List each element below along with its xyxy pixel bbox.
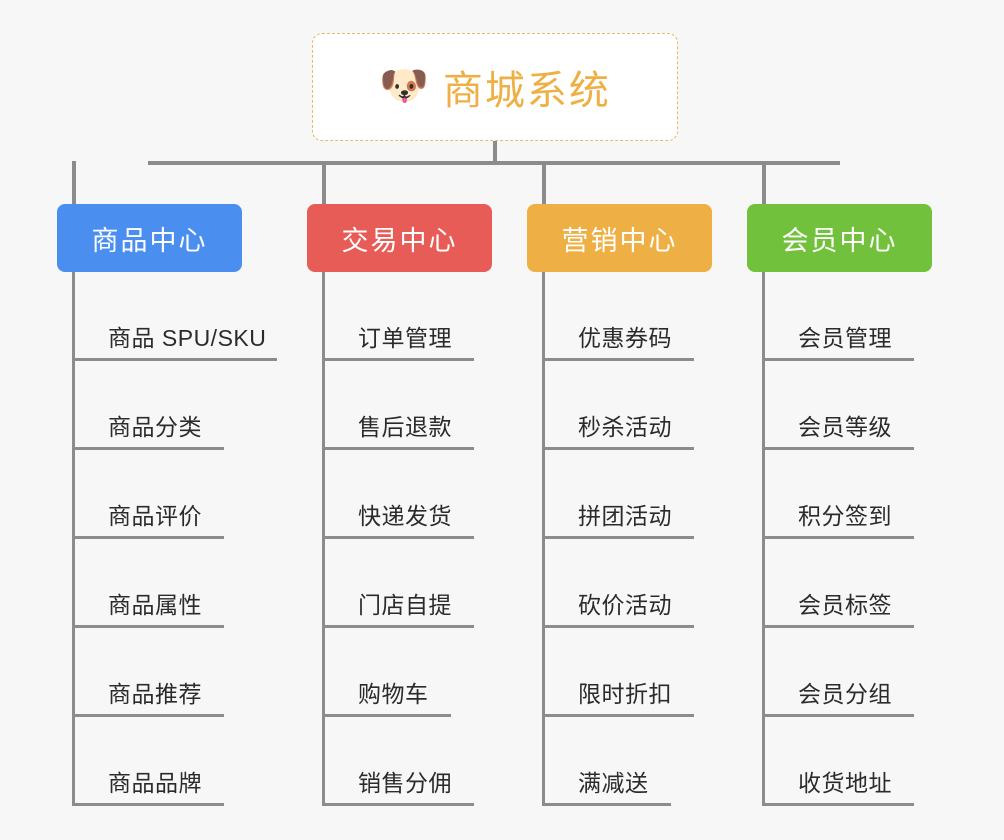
leaf-item-underline — [322, 803, 474, 806]
leaf-item-label: 积分签到 — [798, 503, 892, 529]
leaf-item[interactable]: 商品品牌 — [72, 717, 224, 806]
leaf-item-underline — [72, 358, 277, 361]
leaf-item-underline — [72, 803, 224, 806]
leaf-item-label: 商品评价 — [108, 503, 202, 529]
leaf-item-label: 会员标签 — [798, 592, 892, 618]
leaf-item[interactable]: 收货地址 — [762, 717, 914, 806]
leaf-item-underline — [762, 447, 914, 450]
leaf-item[interactable]: 砍价活动 — [542, 539, 694, 628]
connector-trunk-column-1 — [72, 272, 75, 806]
leaf-item-underline — [542, 803, 671, 806]
leaf-item-label: 砍价活动 — [578, 592, 672, 618]
leaf-item[interactable]: 商品推荐 — [72, 628, 224, 717]
leaf-item-label: 优惠券码 — [578, 325, 672, 351]
leaf-item[interactable]: 会员管理 — [762, 272, 914, 361]
leaf-item-label: 会员分组 — [798, 681, 892, 707]
leaf-item[interactable]: 积分签到 — [762, 450, 914, 539]
leaf-item[interactable]: 订单管理 — [322, 272, 474, 361]
leaf-item-underline — [542, 447, 694, 450]
leaf-item-underline — [72, 536, 224, 539]
connector-trunk-column-2 — [322, 272, 325, 806]
leaf-item-underline — [762, 803, 914, 806]
category-box-column-4[interactable]: 会员中心 — [747, 204, 932, 272]
leaf-item-underline — [72, 447, 224, 450]
leaf-item-underline — [762, 536, 914, 539]
leaf-item-label: 会员管理 — [798, 325, 892, 351]
leaf-item-label: 订单管理 — [358, 325, 452, 351]
leaf-item[interactable]: 购物车 — [322, 628, 451, 717]
leaf-item-label: 销售分佣 — [358, 770, 452, 796]
leaf-item-label: 商品 SPU/SKU — [108, 325, 267, 351]
leaf-item-label: 快递发货 — [358, 503, 452, 529]
leaf-item-underline — [542, 625, 694, 628]
connector-drop-column-3 — [542, 161, 546, 204]
leaf-item[interactable]: 限时折扣 — [542, 628, 694, 717]
leaf-item[interactable]: 会员标签 — [762, 539, 914, 628]
leaf-item[interactable]: 优惠券码 — [542, 272, 694, 361]
connector-drop-column-4 — [762, 161, 766, 204]
leaf-item[interactable]: 商品评价 — [72, 450, 224, 539]
leaf-item[interactable]: 会员分组 — [762, 628, 914, 717]
leaf-item-underline — [322, 536, 474, 539]
leaf-item-label: 商品推荐 — [108, 681, 202, 707]
category-label: 商品中心 — [91, 225, 208, 256]
category-label: 会员中心 — [781, 225, 898, 256]
connector-drop-column-2 — [322, 161, 326, 204]
leaf-item-label: 商品分类 — [108, 414, 202, 440]
leaf-item-label: 购物车 — [358, 681, 429, 707]
leaf-item-underline — [322, 625, 474, 628]
leaf-item-underline — [542, 714, 694, 717]
leaf-item-underline — [72, 625, 224, 628]
leaf-item-underline — [762, 358, 914, 361]
leaf-item-label: 满减送 — [578, 770, 649, 796]
leaf-item-label: 收货地址 — [798, 770, 892, 796]
connector-drop-column-1 — [72, 161, 76, 204]
dog-face-icon: 🐶 — [379, 64, 429, 108]
leaf-item-underline — [762, 625, 914, 628]
leaf-item[interactable]: 满减送 — [542, 717, 671, 806]
leaf-item[interactable]: 商品 SPU/SKU — [72, 272, 277, 361]
leaf-item-underline — [542, 536, 694, 539]
leaf-item-label: 会员等级 — [798, 414, 892, 440]
category-label: 交易中心 — [341, 225, 458, 256]
leaf-item-underline — [322, 447, 474, 450]
category-label: 营销中心 — [561, 225, 678, 256]
leaf-item-label: 商品品牌 — [108, 770, 202, 796]
leaf-item[interactable]: 快递发货 — [322, 450, 474, 539]
connector-root-stem — [493, 141, 497, 163]
leaf-item-label: 限时折扣 — [578, 681, 672, 707]
leaf-item[interactable]: 售后退款 — [322, 361, 474, 450]
category-box-column-3[interactable]: 营销中心 — [527, 204, 712, 272]
leaf-item-underline — [322, 714, 451, 717]
leaf-item-underline — [542, 358, 694, 361]
leaf-item[interactable]: 拼团活动 — [542, 450, 694, 539]
root-node-label: 商城系统 — [442, 69, 611, 113]
connector-trunk-column-4 — [762, 272, 765, 806]
connector-horizontal-bus — [148, 161, 840, 165]
leaf-item[interactable]: 商品属性 — [72, 539, 224, 628]
leaf-item[interactable]: 商品分类 — [72, 361, 224, 450]
leaf-item-label: 商品属性 — [108, 592, 202, 618]
leaf-item[interactable]: 会员等级 — [762, 361, 914, 450]
leaf-item-underline — [322, 358, 474, 361]
leaf-item[interactable]: 秒杀活动 — [542, 361, 694, 450]
connector-trunk-column-3 — [542, 272, 545, 806]
category-box-column-1[interactable]: 商品中心 — [57, 204, 242, 272]
leaf-item-label: 售后退款 — [358, 414, 452, 440]
leaf-item-label: 秒杀活动 — [578, 414, 672, 440]
leaf-item-underline — [762, 714, 914, 717]
root-node-mall-system[interactable]: 🐶 商城系统 — [312, 33, 678, 141]
leaf-item-underline — [72, 714, 224, 717]
leaf-item[interactable]: 销售分佣 — [322, 717, 474, 806]
leaf-item-label: 拼团活动 — [578, 503, 672, 529]
leaf-item-label: 门店自提 — [358, 592, 452, 618]
category-box-column-2[interactable]: 交易中心 — [307, 204, 492, 272]
leaf-item[interactable]: 门店自提 — [322, 539, 474, 628]
